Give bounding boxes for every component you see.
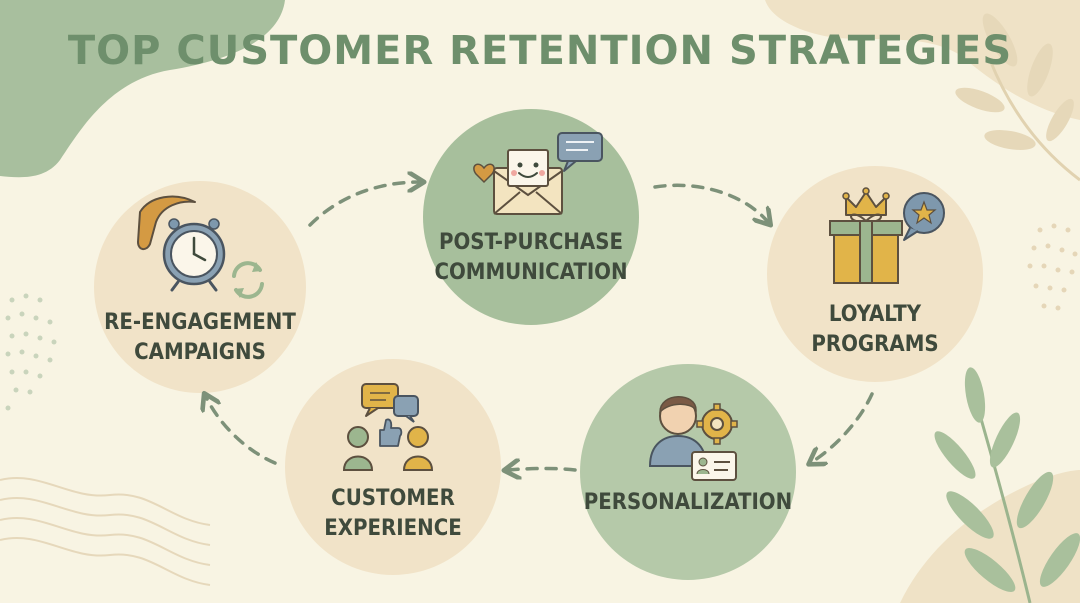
arrow-personalization-to-customer-experience — [508, 469, 577, 471]
node-label-re-engagement: Re-Engagement Campaigns — [95, 308, 305, 368]
user-gear-card-icon — [648, 396, 738, 481]
dot-cluster-left — [5, 293, 57, 411]
node-label-post-purchase: Post-Purchase Communication — [431, 228, 631, 288]
people-chat-thumbsup-icon — [342, 383, 434, 471]
envelope-chat-icon — [473, 132, 603, 215]
leaf-sprig-top-right — [955, 13, 1080, 182]
arrow-post-purchase-to-loyalty — [653, 183, 768, 222]
node-circle-personalization — [580, 364, 796, 580]
node-label-line: Programs — [811, 332, 939, 357]
node-label-line: Experience — [324, 516, 462, 541]
arrow-re-engagement-to-post-purchase — [308, 182, 420, 227]
node-label-line: Personalization — [583, 490, 793, 515]
node-label-line: Re-Engagement — [104, 310, 296, 335]
boomerang-clock-refresh-icon — [137, 195, 264, 299]
node-label-customer-experience: Customer Experience — [293, 484, 493, 544]
node-label-line: Communication — [434, 260, 628, 285]
arrow-loyalty-to-personalization — [812, 392, 874, 462]
node-label-line: Post-Purchase — [438, 230, 624, 255]
node-label-line: Loyalty — [828, 302, 922, 327]
dot-cluster-right — [1027, 223, 1078, 311]
node-label-line: Customer — [331, 486, 455, 511]
arrow-customer-experience-to-re-engagement — [206, 397, 277, 465]
page-title: Top Customer Retention Strategies — [67, 28, 1013, 74]
gift-crown-star-icon — [829, 187, 945, 284]
node-circle-customer-experience — [285, 359, 501, 575]
node-label-line: Campaigns — [134, 340, 266, 365]
wavy-lines-bottom-left — [0, 476, 211, 586]
node-label-loyalty: Loyalty Programs — [775, 300, 975, 360]
node-label-personalization: Personalization — [583, 488, 793, 518]
node-circle-post-purchase — [423, 109, 639, 325]
fern-bottom-right — [934, 367, 1080, 603]
corner-blob-top-left — [0, 0, 285, 178]
